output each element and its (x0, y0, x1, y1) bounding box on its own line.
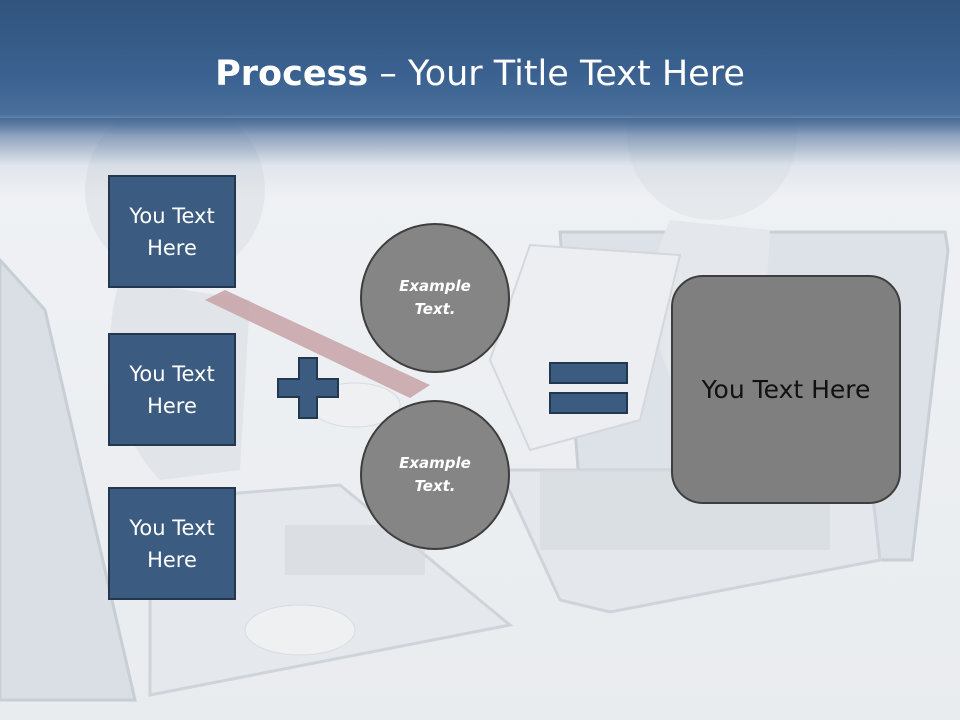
text-box-3: You Text Here (108, 487, 236, 600)
header-band (0, 0, 960, 135)
circle-2: Example Text. (360, 400, 510, 550)
text-box-2: You Text Here (108, 333, 236, 446)
text-box-1-label: You Text Here (129, 203, 215, 260)
circle-1-label: Example Text. (399, 277, 471, 318)
result-box-label: You Text Here (701, 375, 871, 404)
text-box-3-label: You Text Here (129, 515, 215, 572)
title-bold: Process (215, 54, 369, 94)
circle-1: Example Text. (360, 223, 510, 373)
text-box-1: You Text Here (108, 175, 236, 288)
title-rest: – Your Title Text Here (368, 54, 745, 94)
plus-icon (277, 357, 339, 419)
text-box-2-label: You Text Here (129, 361, 215, 418)
circle-2-label: Example Text. (399, 454, 471, 495)
slide-title: Process – Your Title Text Here (0, 52, 960, 96)
result-box: You Text Here (671, 275, 901, 504)
equals-icon (549, 362, 628, 414)
